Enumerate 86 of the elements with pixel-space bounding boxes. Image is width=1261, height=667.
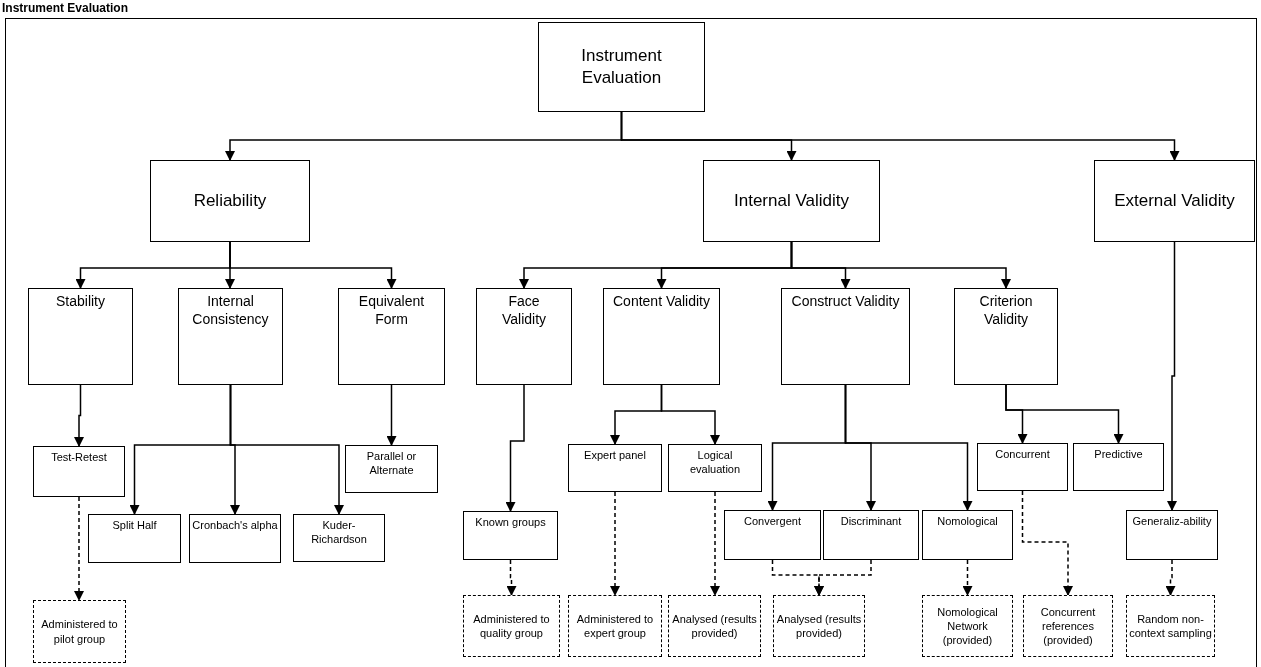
arrow <box>620 111 1180 161</box>
process-box <box>150 160 310 242</box>
note-box <box>568 595 662 657</box>
node-label: Administered to pilot group <box>40 617 119 646</box>
node-label: Split Half <box>111 518 158 533</box>
process-box <box>189 514 281 563</box>
process-box <box>1094 160 1255 242</box>
arrow <box>74 384 84 447</box>
node-label: Logical evaluation <box>688 448 742 477</box>
note-box <box>463 595 560 657</box>
node-label: Internal Validity <box>733 189 850 212</box>
node-label: Construct Validity <box>790 292 901 311</box>
arrow <box>386 384 397 446</box>
process-box <box>823 510 919 560</box>
node-label: Content Validity <box>612 292 711 311</box>
arrow <box>229 241 397 289</box>
dashed-arrow <box>1165 559 1176 596</box>
node-label: Criterion Validity <box>978 292 1034 329</box>
node-label: Nomological <box>936 514 999 529</box>
node-label: Equivalent Form <box>357 292 426 329</box>
process-box <box>1126 510 1218 560</box>
node-label: Administered to quality group <box>472 611 551 641</box>
node-label: Known groups <box>474 515 547 530</box>
node-label: Internal Consistency <box>191 292 270 329</box>
process-box <box>88 514 181 563</box>
process-box <box>922 510 1013 560</box>
node-label: Parallel or Alternate <box>365 449 418 478</box>
process-box <box>178 288 283 385</box>
process-box <box>568 444 662 492</box>
node-label: Administered to expert group <box>575 611 655 641</box>
arrow <box>229 384 344 515</box>
node-label: Test-Retest <box>50 450 108 465</box>
dashed-arrow <box>610 491 620 596</box>
process-box <box>781 288 910 385</box>
arrow <box>505 384 525 512</box>
process-box <box>476 288 572 385</box>
process-box <box>703 160 880 242</box>
node-label: Stability <box>55 292 106 311</box>
dashed-arrow <box>506 559 517 596</box>
dashed-arrow <box>710 491 720 596</box>
node-label: Analysed (results provided) <box>671 611 758 641</box>
process-box <box>538 22 705 112</box>
node-label: Concurrent <box>994 447 1051 462</box>
arrow <box>660 384 720 445</box>
process-box <box>954 288 1058 385</box>
arrow <box>1167 241 1177 511</box>
process-box <box>1073 443 1164 491</box>
arrow <box>790 241 1011 289</box>
node-label: Generaliz-ability <box>1131 514 1213 529</box>
process-box <box>293 514 385 562</box>
process-box <box>977 443 1068 491</box>
arrow <box>844 384 973 511</box>
node-label: Convergent <box>743 514 802 529</box>
node-label: Cronbach's alpha <box>191 518 279 533</box>
note-box <box>773 595 865 657</box>
note-box <box>1023 595 1113 657</box>
process-box <box>345 445 438 493</box>
node-label: Instrument Evaluation <box>580 44 663 89</box>
dashed-arrow <box>1021 490 1073 596</box>
note-box <box>33 600 126 663</box>
node-label: Kuder-Richardson <box>310 518 368 547</box>
dashed-arrow <box>814 559 872 596</box>
node-label: External Validity <box>1113 189 1236 212</box>
note-box <box>922 595 1013 657</box>
dashed-arrow <box>74 496 84 601</box>
node-label: Face Validity <box>500 292 548 329</box>
node-label: Expert panel <box>583 448 647 463</box>
process-box <box>28 288 133 385</box>
node-label: Concurrent references (provided) <box>1039 604 1097 648</box>
process-box <box>603 288 720 385</box>
node-label: Reliability <box>192 189 268 212</box>
process-box <box>724 510 821 560</box>
process-box <box>33 446 125 497</box>
note-box <box>1126 595 1215 657</box>
node-label: Nomological Network (provided) <box>936 604 999 648</box>
process-box <box>668 444 762 492</box>
page-title: Instrument Evaluation <box>2 0 129 16</box>
node-label: Discriminant <box>839 514 903 529</box>
process-box <box>463 511 558 560</box>
node-label: Analysed (results provided) <box>775 611 863 641</box>
arrow <box>1005 384 1124 444</box>
note-box <box>668 595 761 657</box>
node-label: Random non-context sampling <box>1128 611 1213 641</box>
node-label: Predictive <box>1093 447 1144 462</box>
process-box <box>338 288 445 385</box>
dashed-arrow <box>962 559 973 596</box>
